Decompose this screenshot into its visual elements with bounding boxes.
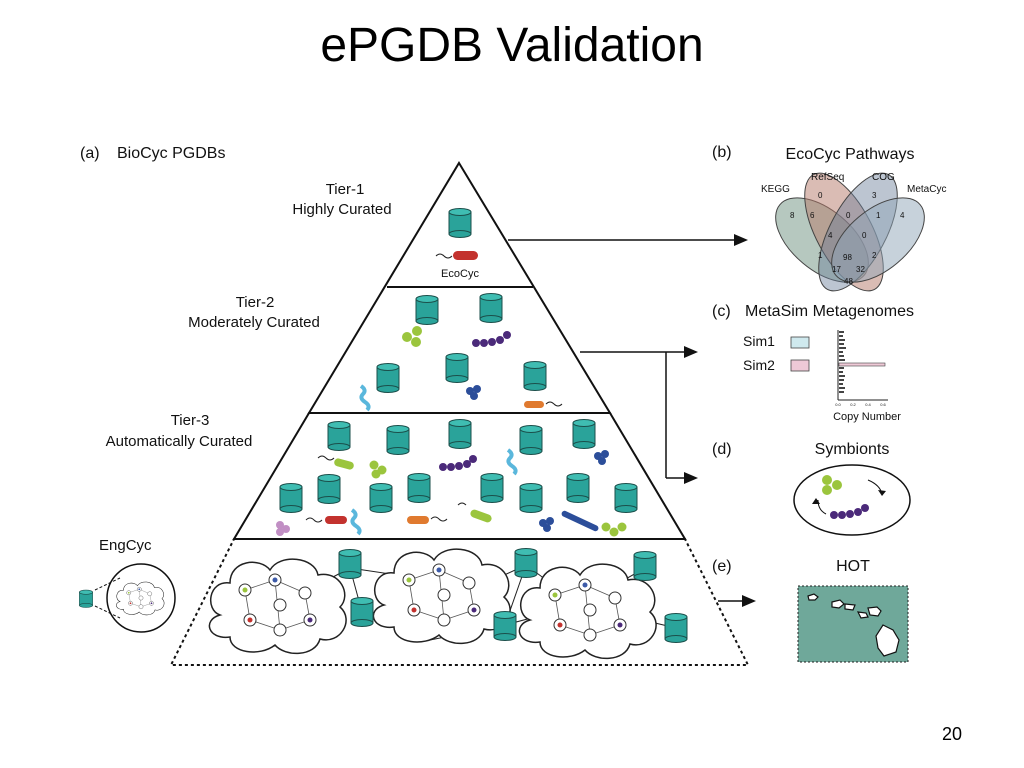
database-icon [338,549,362,579]
database-icon [376,363,400,393]
legend-sim1-swatch [790,336,810,349]
database-icon [664,613,688,643]
engcyc-zoom-icon [79,563,176,633]
venn-count: 48 [844,277,853,286]
database-icon [614,483,638,513]
panel-c-heading: MetaSim Metagenomes [745,303,914,320]
legend-sim2-label: Sim2 [743,357,775,373]
venn-count: 2 [872,251,877,260]
pyramid [169,161,750,666]
database-icon [415,295,439,325]
database-icon [369,483,393,513]
database-icon [519,425,543,455]
database-icon [327,421,351,451]
chart-tick: 0.0 [835,402,841,407]
chart-tick: 0.6 [880,402,886,407]
venn-set-metacyc: MetaCyc [907,184,946,195]
pathway-cloud [372,548,511,645]
venn-count: 6 [810,211,815,220]
tier1-line2: Highly Curated [292,201,391,218]
venn-set-cog: COG [872,172,895,183]
chart-xlabel: Copy Number [833,411,901,423]
database-icon [479,293,503,323]
venn-count: 4 [828,231,833,240]
database-icon [519,483,543,513]
chart-tick: 0.4 [865,402,871,407]
database-icon [572,419,596,449]
panel-e-letter: (e) [712,558,732,575]
venn-count: 98 [843,253,852,262]
venn-count: 0 [862,231,867,240]
pathway-cloud [208,558,347,655]
database-icon [566,473,590,503]
venn-count: 17 [832,265,841,274]
bacteria-icons [359,326,563,412]
tier1-database-icon [448,208,472,238]
database-icon [493,611,517,641]
legend-sim1-label: Sim1 [743,333,775,349]
database-icon [514,548,538,578]
venn-count: 1 [876,211,881,220]
venn-count: 8 [790,211,795,220]
tier3-line1: Tier-3 [171,412,210,429]
database-icon [386,425,410,455]
panel-d-heading: Symbionts [815,441,890,458]
database-icon [407,473,431,503]
symbionts-icon [793,464,911,536]
ecocyc-bacterium-icon [435,251,478,260]
tier1-db-label: EcoCyc [441,268,479,280]
tier2-line2: Moderately Curated [188,314,320,331]
database-icon [317,474,341,504]
panel-e-heading: HOT [836,558,870,575]
hawaii-map [797,585,909,663]
database-icon [350,597,374,627]
venn-set-kegg: KEGG [761,184,790,195]
venn-count: 3 [872,191,877,200]
panel-a-letter: (a) [80,145,100,162]
database-icon [480,473,504,503]
database-icon [633,551,657,581]
connector-arrows [508,234,756,607]
engcyc-label: EngCyc [99,537,152,554]
venn-count: 0 [846,211,851,220]
database-icon [523,361,547,391]
venn-diagram [775,172,925,292]
venn-count: 0 [818,191,823,200]
page-number: 20 [941,724,962,744]
panel-c-letter: (c) [712,303,731,320]
tier1-line1: Tier-1 [326,181,365,198]
legend-sim2-swatch [790,359,810,372]
tier2-line1: Tier-2 [236,294,275,311]
panel-b-letter: (b) [712,144,732,161]
slide-title: ePGDB Validation [320,19,704,72]
venn-count: 32 [856,265,865,274]
database-icon [445,353,469,383]
database-icon [279,483,303,513]
panel-b-heading: EcoCyc Pathways [786,146,915,163]
venn-count: 1 [818,251,823,260]
venn-set-refseq: RefSeq [811,172,844,183]
venn-count: 4 [900,211,905,220]
panel-a-heading: BioCyc PGDBs [117,145,225,162]
panel-d-letter: (d) [712,441,732,458]
tier3-line2: Automatically Curated [106,433,253,450]
bacteria-icons [276,448,627,537]
database-icon [448,419,472,449]
copy-number-chart [837,330,888,401]
chart-tick: 0.2 [850,402,856,407]
